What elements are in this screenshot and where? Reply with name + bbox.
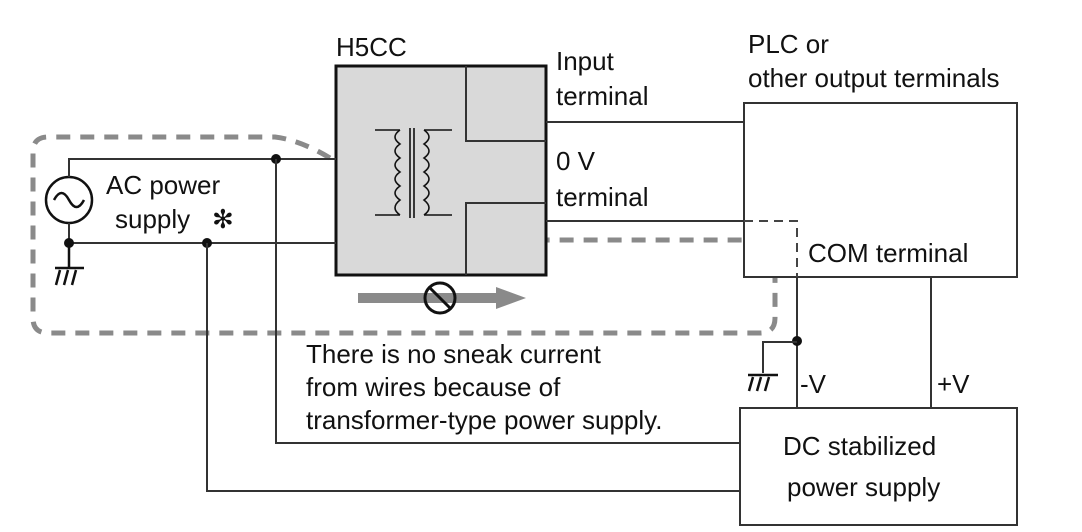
plus-v-label: +V xyxy=(937,369,970,399)
h5cc-output-section xyxy=(465,66,546,275)
sneak-current-note: There is no sneak current from wires bec… xyxy=(306,339,662,435)
ac-label-line-1: AC power xyxy=(106,170,220,200)
wire-ac-to-dc-upper xyxy=(275,159,740,444)
zero-v-terminal-label-2: terminal xyxy=(556,182,648,212)
plc-label-line-1: PLC or xyxy=(748,29,829,59)
ground-icon xyxy=(54,243,84,286)
dc-label-line-1: DC stabilized xyxy=(783,431,936,461)
h5cc-body xyxy=(334,64,548,277)
note-line-3: transformer-type power supply. xyxy=(306,405,662,435)
ac-label-line-2: supply xyxy=(115,204,190,234)
asterisk-note-mark: ✻ xyxy=(212,204,234,234)
blocked-current-arrow xyxy=(358,281,526,315)
h5cc-device: H5CC xyxy=(334,32,548,277)
wire-ac-to-dc-lower xyxy=(206,243,740,492)
input-terminal-label-2: terminal xyxy=(556,81,648,111)
minus-v-label: -V xyxy=(800,369,827,399)
ground-icon xyxy=(747,373,778,392)
input-terminal-label-1: Input xyxy=(556,46,615,76)
prohibited-icon xyxy=(423,281,457,315)
h5cc-label: H5CC xyxy=(336,32,407,62)
plc-label-line-2: other output terminals xyxy=(748,63,999,93)
ac-power-supply: AC power supply ✻ xyxy=(44,154,336,286)
dc-supply-box: DC stabilized power supply xyxy=(739,407,1018,526)
note-line-1: There is no sneak current xyxy=(306,339,602,369)
dc-label-line-2: power supply xyxy=(787,472,940,502)
transformer-icon xyxy=(375,128,452,218)
plc-box: PLC or other output terminals COM termin… xyxy=(743,29,1018,278)
com-terminal-label: COM terminal xyxy=(808,238,968,268)
note-line-2: from wires because of xyxy=(306,372,561,402)
zero-v-terminal-label-1: 0 V xyxy=(556,146,596,176)
